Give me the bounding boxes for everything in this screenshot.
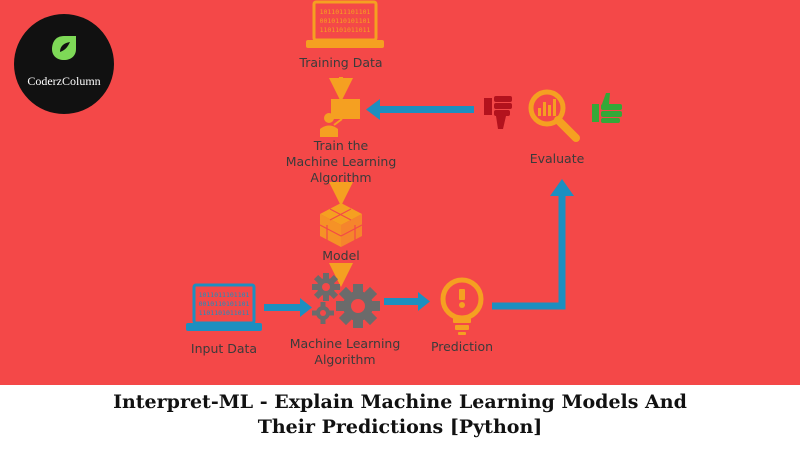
thumbs-down-icon <box>484 96 512 129</box>
article-title: Interpret-ML - Explain Machine Learning … <box>0 390 800 440</box>
label-ml-algorithm: Machine Learning Algorithm <box>270 336 420 368</box>
svg-text:1101101011011: 1101101011011 <box>320 26 371 34</box>
svg-text:0010110101101: 0010110101101 <box>199 300 250 308</box>
label-train-line-1: Train the <box>313 138 369 153</box>
label-model: Model <box>322 248 360 263</box>
label-input-data: Input Data <box>190 341 258 356</box>
label-evaluate: Evaluate <box>529 151 585 166</box>
gears-icon <box>312 273 380 328</box>
workflow-diagram: 1011011101101 0010110101101 110110101101… <box>186 0 622 335</box>
diagram-banner: 1011011101101 0010110101101 110110101101… <box>0 0 800 385</box>
logo-text: CoderzColumn <box>27 74 101 88</box>
svg-text:1011011101101: 1011011101101 <box>320 8 371 16</box>
evaluate-magnifier-icon <box>528 89 580 142</box>
title-line-1: Interpret-ML - Explain Machine Learning … <box>113 391 687 413</box>
label-train-algorithm: Train the Machine Learning Algorithm <box>266 138 416 186</box>
label-ml-line-1: Machine Learning <box>289 336 401 351</box>
input-data-laptop-icon: 1011011101101 0010110101101 110110101101… <box>186 283 262 331</box>
arrow-evaluate-to-train <box>366 99 474 120</box>
label-train-line-2: Machine Learning <box>285 154 397 169</box>
label-training-data: Training Data <box>299 55 383 70</box>
prediction-lightbulb-icon <box>440 277 484 335</box>
svg-text:0010110101101: 0010110101101 <box>320 17 371 25</box>
model-cube-icon <box>319 203 363 247</box>
svg-text:1011011101101: 1011011101101 <box>199 291 250 299</box>
label-ml-line-2: Algorithm <box>314 352 376 367</box>
coderzcolumn-logo: CoderzColumn <box>14 14 114 114</box>
label-prediction: Prediction <box>430 339 494 354</box>
leaf-logo-icon <box>52 36 76 60</box>
label-train-line-3: Algorithm <box>310 170 372 185</box>
title-line-2: Their Predictions [Python] <box>257 416 543 438</box>
trainer-board-icon <box>320 99 360 137</box>
arrow-prediction-to-evaluate <box>492 179 574 310</box>
arrow-input-to-gears <box>264 298 312 317</box>
arrow-gears-to-prediction <box>384 292 430 311</box>
training-data-laptop-icon: 1011011101101 0010110101101 110110101101… <box>306 0 384 48</box>
thumbs-up-icon <box>592 93 622 123</box>
svg-text:1101101011011: 1101101011011 <box>199 309 250 317</box>
